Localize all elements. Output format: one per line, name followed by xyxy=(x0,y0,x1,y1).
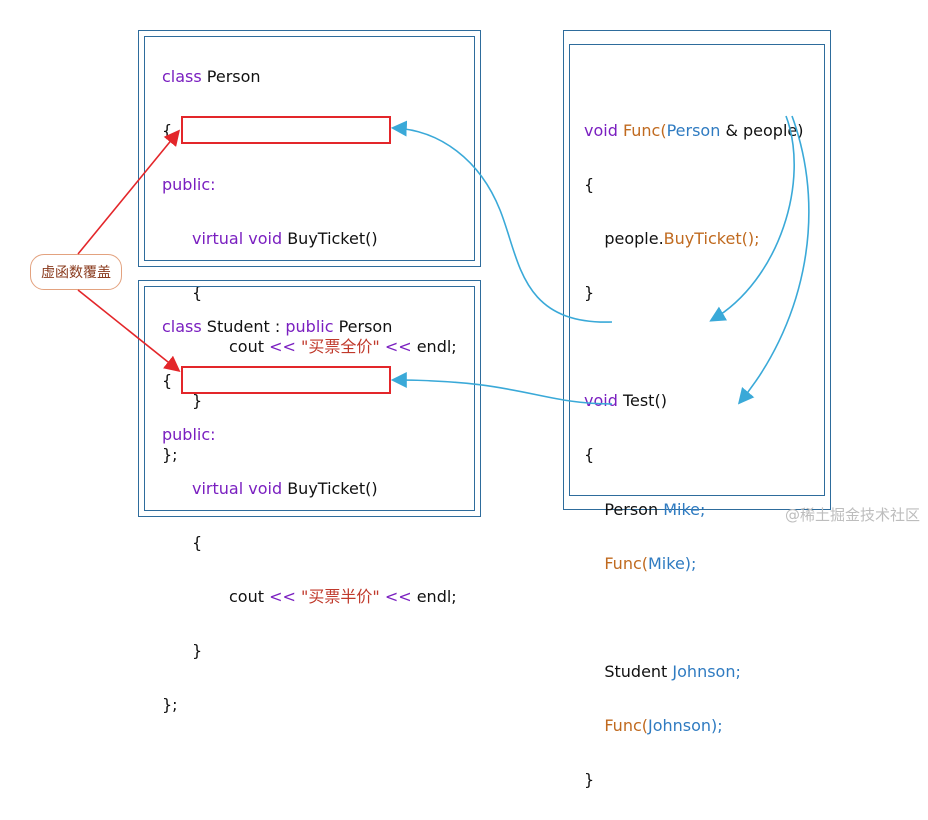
person-inner-open: { xyxy=(192,283,203,302)
student-line-1: class Student : public Person xyxy=(162,317,393,336)
people-to-mike-arrow xyxy=(709,115,795,322)
person-code: class Person { public: virtual void BuyT… xyxy=(162,36,457,495)
func-close: } xyxy=(584,283,595,302)
person-inner-close: } xyxy=(192,391,203,410)
person-close: }; xyxy=(162,445,178,464)
person-class-box xyxy=(138,30,481,267)
person-public-label: public: xyxy=(162,175,216,194)
student-close: }; xyxy=(162,695,178,714)
func-body: people.BuyTicket(); xyxy=(584,229,760,248)
johnson-call-arrow xyxy=(390,372,613,405)
func-open: { xyxy=(584,175,595,194)
connector-arrows xyxy=(77,115,810,405)
test-close: } xyxy=(584,770,595,789)
student-public-label: public: xyxy=(162,425,216,444)
people-to-johnson-arrow xyxy=(737,115,810,405)
call-func-mike: Func(Mike); xyxy=(584,554,697,573)
student-cout-line: cout << "买票半价" << endl; xyxy=(229,587,457,606)
test-code-box-inner xyxy=(569,44,825,496)
test-code-box xyxy=(563,30,831,510)
callout-arrow-to-person xyxy=(77,129,181,255)
watermark: @稀土掘金技术社区 xyxy=(784,506,920,524)
virtual-override-callout: 虚函数覆盖 xyxy=(30,254,122,290)
person-cout-line: cout << "买票全价" << endl; xyxy=(229,337,457,356)
person-line-1: class Person xyxy=(162,67,261,86)
callout-arrow-to-student xyxy=(77,289,181,372)
person-class-box-inner xyxy=(144,36,475,261)
student-inner-open: { xyxy=(192,533,203,552)
person-method-highlight xyxy=(181,116,391,144)
student-decl: Student Johnson; xyxy=(584,662,741,681)
student-class-box xyxy=(138,280,481,517)
person-decl: Person Mike; xyxy=(584,500,706,519)
test-open: { xyxy=(584,445,595,464)
student-inner-close: } xyxy=(192,641,203,660)
blank-line-2: ​ xyxy=(584,604,803,631)
call-func-johnson: Func(Johnson); xyxy=(584,716,723,735)
person-method-decl: virtual void BuyTicket() xyxy=(192,229,378,248)
student-method-decl: virtual void BuyTicket() xyxy=(192,479,378,498)
test-signature: void Test() xyxy=(584,391,667,410)
mike-call-arrow xyxy=(390,120,613,323)
student-method-highlight xyxy=(181,366,391,394)
student-class-box-inner xyxy=(144,286,475,511)
student-line-2: { xyxy=(162,371,173,390)
